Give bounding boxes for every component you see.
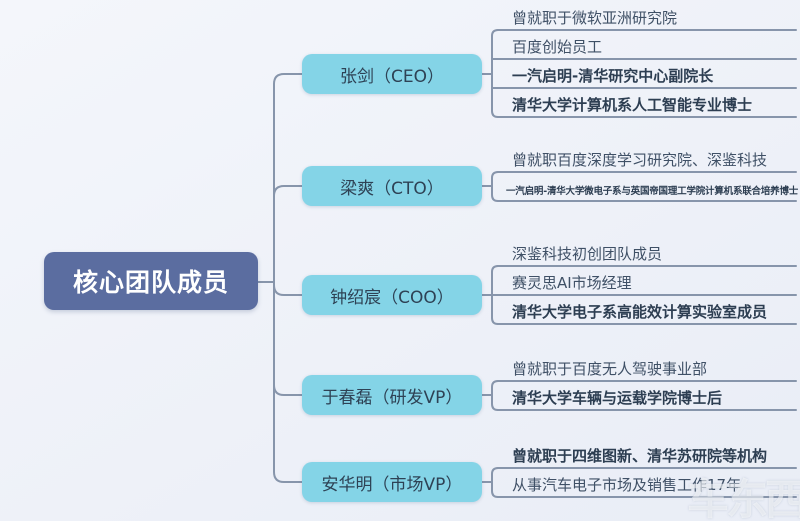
root-node[interactable]: 核心团队成员 <box>44 252 258 310</box>
leaf-item[interactable]: 一汽启明-清华研究中心副院长 <box>512 67 714 85</box>
branch-node-rd-vp[interactable]: 于春磊（研发VP） <box>302 375 482 415</box>
leaf-item[interactable]: 清华大学计算机系人工智能专业博士 <box>512 96 753 114</box>
leaf-item[interactable]: 一汽启明-清华大学微电子系与英国帝国理工学院计算机系联合培养博士 <box>506 186 799 197</box>
branch-node-market-vp[interactable]: 安华明（市场VP） <box>302 462 482 502</box>
leaf-item[interactable]: 曾就职百度深度学习研究院、深鉴科技 <box>512 151 768 169</box>
leaf-item[interactable]: 深鉴科技初创团队成员 <box>512 245 663 263</box>
branch-node-ceo[interactable]: 张剑（CEO） <box>302 54 482 94</box>
leaf-item[interactable]: 从事汽车电子市场及销售工作17年 <box>512 476 742 494</box>
leaf-item[interactable]: 曾就职于微软亚洲研究院 <box>512 9 678 27</box>
leaf-item[interactable]: 曾就职于四维图新、清华苏研院等机构 <box>512 447 768 465</box>
leaf-item[interactable]: 清华大学车辆与运载学院博士后 <box>512 389 723 407</box>
leaf-item[interactable]: 清华大学电子系高能效计算实验室成员 <box>512 303 768 321</box>
branch-node-cto[interactable]: 梁爽（CTO） <box>302 166 482 206</box>
leaf-item[interactable]: 赛灵思AI市场经理 <box>512 274 632 292</box>
branch-node-coo[interactable]: 钟绍宸（COO） <box>302 275 482 315</box>
leaf-item[interactable]: 百度创始员工 <box>512 38 603 56</box>
leaf-item[interactable]: 曾就职于百度无人驾驶事业部 <box>512 360 708 378</box>
